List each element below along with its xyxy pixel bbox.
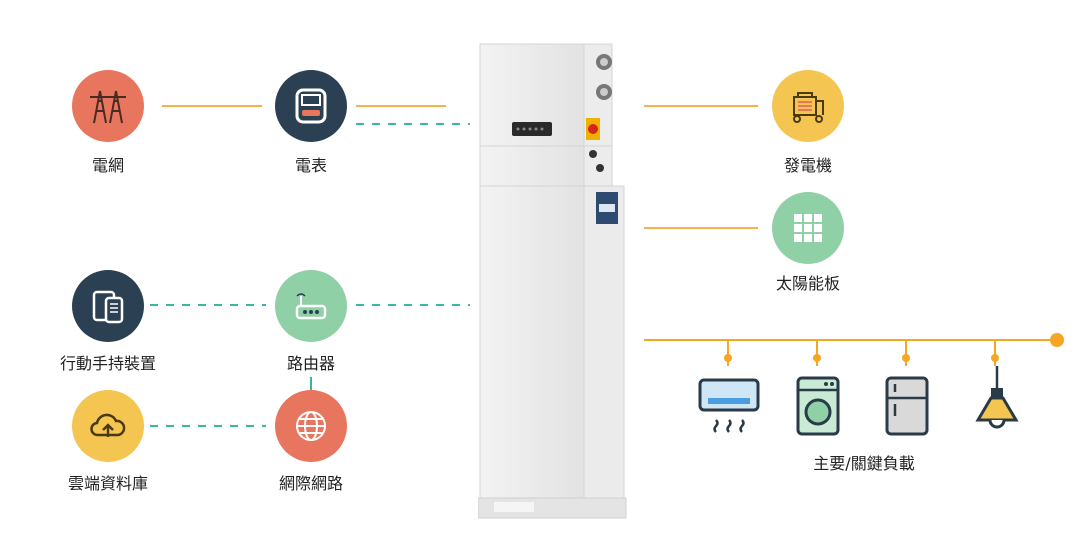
grid-label: 電網 xyxy=(91,156,125,175)
internet-label: 網際網路 xyxy=(278,474,344,493)
washing-machine-icon xyxy=(796,376,840,440)
router-icon xyxy=(295,293,327,320)
lamp-icon xyxy=(972,366,1022,442)
solar-panel-icon xyxy=(794,214,822,242)
router-node xyxy=(275,270,347,342)
air-conditioner-icon xyxy=(698,376,760,442)
globe-icon xyxy=(296,411,326,441)
router-label: 路由器 xyxy=(286,354,336,373)
mobile-devices-icon xyxy=(92,290,124,324)
solar-label: 太陽能板 xyxy=(775,274,841,293)
generator-node xyxy=(772,70,844,142)
loads-label: 主要/關鍵負載 xyxy=(813,454,915,473)
mobile-node xyxy=(72,270,144,342)
mobile-label: 行動手持裝置 xyxy=(59,354,157,373)
internet-node xyxy=(275,390,347,462)
cloud-node xyxy=(72,390,144,462)
meter-node xyxy=(275,70,347,142)
cloud-upload-icon xyxy=(90,413,126,437)
load-bus-end-dot xyxy=(1050,333,1064,347)
refrigerator-icon xyxy=(885,376,929,440)
generator-label: 發電機 xyxy=(783,156,833,175)
electric-meter-icon xyxy=(295,88,327,124)
generator-icon xyxy=(793,92,824,123)
meter-label: 電表 xyxy=(294,156,328,175)
grid-node xyxy=(72,70,144,142)
solar-node xyxy=(772,192,844,264)
load-drop-lines xyxy=(724,340,999,366)
power-tower-icon xyxy=(90,90,126,124)
energy-storage-cabinet xyxy=(477,40,628,520)
cloud-label: 雲端資料庫 xyxy=(67,474,149,493)
